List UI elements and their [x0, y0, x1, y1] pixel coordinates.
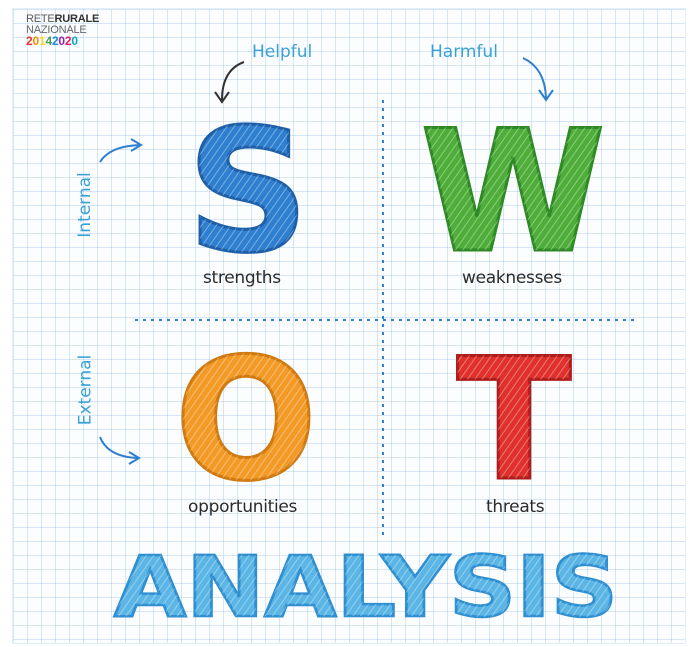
logo-digit: 2: [64, 34, 72, 48]
logo-digit: 0: [58, 34, 65, 48]
analysis-title-hatch: ANALYSIS: [114, 538, 618, 636]
harmful-arrowhead-icon: [538, 89, 554, 102]
helpful-arrowhead-icon: [214, 91, 230, 104]
logo-word-nazionale: NAZIONALE: [26, 24, 87, 36]
analysis-title: ANALYSIS: [114, 538, 618, 636]
logo-word-rurale: RURALE: [54, 13, 100, 25]
strengths-label: strengths: [203, 268, 281, 288]
external-arrow-icon: [99, 436, 139, 459]
letter-s-glyph: S: [187, 93, 309, 291]
letter-w-hatch: W: [420, 94, 605, 290]
letter-o-glyph: O: [175, 322, 318, 518]
letter-o: O O: [173, 321, 319, 520]
helpful-arrow-icon: [221, 61, 245, 101]
internal-arrow-icon: [99, 144, 141, 163]
external-label: External: [75, 354, 96, 426]
logo-digit: 1: [38, 34, 46, 48]
letter-w: W W: [419, 93, 607, 292]
letter-w-glyph: W: [420, 94, 605, 290]
logo-digit: 2: [26, 34, 33, 48]
weaknesses-label: weaknesses: [462, 268, 562, 288]
logo-digit: 4: [45, 34, 52, 48]
letter-s: S S: [185, 92, 310, 293]
threats-label: threats: [486, 497, 545, 517]
harmful-arrow-icon: [522, 57, 547, 99]
harmful-label: Harmful: [430, 42, 498, 62]
logo-digit: 0: [71, 34, 78, 48]
helpful-label: Helpful: [252, 42, 313, 62]
letter-t-hatch: T: [457, 322, 572, 518]
opportunities-label: opportunities: [188, 497, 298, 517]
internal-label: Internal: [74, 172, 95, 238]
grid-paper-background: [12, 8, 686, 644]
logo-word-rete: RETE: [26, 13, 55, 25]
external-arrowhead-icon: [128, 451, 141, 465]
internal-arrowhead-icon: [130, 138, 143, 152]
letter-t-glyph: T: [457, 322, 572, 518]
letter-o-hatch: O: [175, 322, 318, 518]
logo-years: 20142020: [26, 34, 99, 48]
letter-s-hatch: S: [187, 93, 309, 291]
logo-digit: 2: [51, 34, 59, 48]
logo-digit: 0: [32, 34, 39, 48]
rete-rurale-logo: RETERURALE NAZIONALE 20142020: [26, 13, 100, 48]
letter-t: T T: [455, 321, 573, 520]
